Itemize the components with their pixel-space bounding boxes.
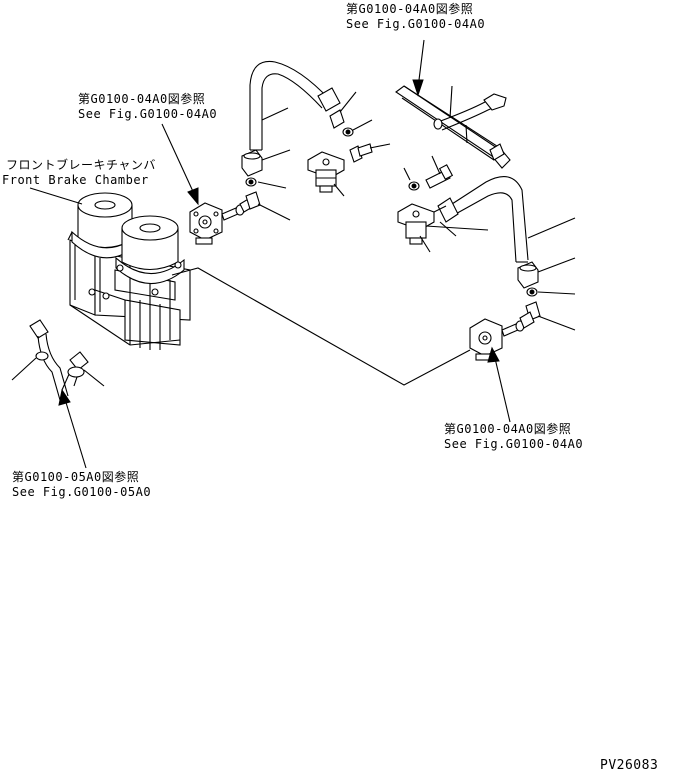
- linkage-rods: [11, 319, 105, 401]
- bolt-and-washer: [403, 155, 454, 191]
- callout-top-left: 第G0100-04A0図参照 See Fig.G0100-04A0: [78, 92, 217, 122]
- brake-chamber-right: [115, 215, 185, 285]
- front-brake-chamber-label-en: Front Brake Chamber: [2, 173, 149, 187]
- valve-right: [469, 311, 535, 361]
- callout-bottom-left: 第G0100-05A0図参照 See Fig.G0100-05A0: [12, 470, 151, 500]
- callout-top-left-jp: 第G0100-04A0図参照: [78, 92, 206, 106]
- fittings-left-column: [241, 149, 291, 221]
- callout-bottom-left-jp: 第G0100-05A0図参照: [12, 470, 140, 484]
- leader-arrows: [29, 39, 511, 469]
- hose-right: [437, 176, 576, 263]
- tube-assembly-top-right: [395, 85, 511, 169]
- front-brake-chamber-label: フロントブレーキチャンバ Front Brake Chamber: [2, 158, 156, 188]
- callout-top-right-jp: 第G0100-04A0図参照: [346, 2, 474, 16]
- front-brake-chamber-assembly: [67, 192, 191, 350]
- callout-bottom-left-en: See Fig.G0100-05A0: [12, 485, 152, 499]
- valve-left: [189, 197, 255, 245]
- callout-bottom-right: 第G0100-04A0図参照 See Fig.G0100-04A0: [444, 422, 583, 452]
- relay-valve-right: [397, 203, 489, 253]
- callout-bottom-right-en: See Fig.G0100-04A0: [444, 437, 584, 451]
- callout-bottom-right-jp: 第G0100-04A0図参照: [444, 422, 572, 436]
- drawing-number: PV26083: [600, 758, 659, 773]
- relay-valve-center: [307, 151, 345, 197]
- callout-top-right: 第G0100-04A0図参照 See Fig.G0100-04A0: [346, 2, 485, 32]
- callout-top-left-en: See Fig.G0100-04A0: [78, 107, 218, 121]
- brake-chamber-left: [67, 192, 139, 259]
- front-brake-chamber-label-jp: フロントブレーキチャンバ: [6, 158, 156, 172]
- air-line: [171, 267, 471, 386]
- small-fittings-center: [329, 91, 391, 163]
- callout-top-right-en: See Fig.G0100-04A0: [346, 17, 486, 31]
- hose-center: [249, 60, 341, 151]
